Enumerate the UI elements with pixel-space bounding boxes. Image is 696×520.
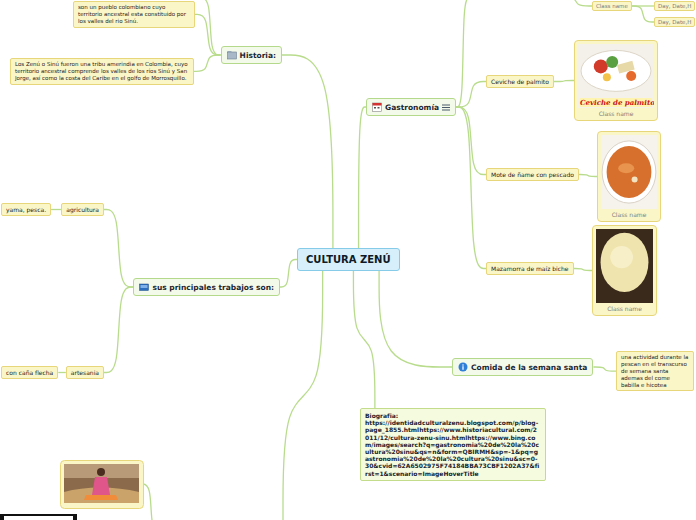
branch-connector bbox=[593, 367, 616, 371]
branch-connector bbox=[104, 287, 133, 373]
main-topic: Gastronomía bbox=[366, 98, 456, 116]
image-box: Ceviche de palmitoClass name bbox=[574, 40, 658, 121]
branch-connector bbox=[353, 271, 374, 408]
branch-connector bbox=[51, 209, 61, 210]
food-photo bbox=[601, 135, 657, 209]
node-text: Day, Date,H bbox=[658, 19, 691, 25]
node-text: Los Zenú o Sinú fueron una tribu amerind… bbox=[15, 61, 188, 81]
note-box: son un pueblo colombiano cuyo territorio… bbox=[73, 1, 195, 28]
node-text: Historia: bbox=[240, 51, 276, 60]
node-text: Class name bbox=[578, 110, 654, 117]
branch-connector bbox=[194, 55, 221, 71]
node-text: Class name bbox=[596, 3, 628, 9]
branch-line bbox=[560, 0, 592, 6]
main-topic: Historia: bbox=[221, 46, 282, 64]
branch-connector bbox=[456, 107, 486, 269]
picture-caption: Ceviche de palmito bbox=[580, 98, 652, 107]
portrait-photo bbox=[64, 464, 139, 503]
subtopic-box: Day, Date,H bbox=[654, 1, 695, 11]
node-text: Ceviche de palmito bbox=[491, 78, 549, 85]
source-box: Biografia:https://identidadculturalzenu.… bbox=[360, 408, 546, 481]
note-box: una actividad durante la pescan en el tr… bbox=[616, 351, 694, 391]
branch-line bbox=[283, 271, 323, 520]
node-text: con caña flecha bbox=[6, 369, 53, 376]
branch-connector bbox=[456, 107, 486, 175]
node-text: sus principales trabajos son: bbox=[152, 283, 274, 292]
picture-frame: Ceviche de palmito bbox=[578, 44, 654, 108]
topic-icon bbox=[372, 102, 382, 112]
node-text: artesania bbox=[71, 369, 99, 376]
subtopic-box: Ceviche de palmito bbox=[486, 75, 554, 88]
subtopic-box: Mote de ñame con pescado bbox=[486, 168, 579, 181]
subtopic-box: Class name bbox=[592, 1, 632, 11]
node-text: son un pueblo colombiano cuyo territorio… bbox=[78, 4, 186, 24]
topic-icon bbox=[227, 50, 237, 60]
subtopic-box: Mazamorra de maíz biche bbox=[486, 262, 574, 275]
branch-line bbox=[143, 484, 152, 520]
node-text: Mote de ñame con pescado bbox=[491, 171, 574, 178]
main-topic: sus principales trabajos son: bbox=[133, 278, 280, 296]
image-frame bbox=[61, 461, 144, 509]
branch-connector bbox=[379, 271, 452, 367]
bar-inset bbox=[4, 516, 73, 520]
subtopic-box: con caña flecha bbox=[1, 366, 58, 379]
branch-connector bbox=[554, 81, 574, 82]
picture-frame bbox=[596, 229, 653, 303]
main-topic: Comida de la semana santa bbox=[452, 358, 593, 376]
branch-connector bbox=[574, 269, 592, 271]
topic-icon bbox=[458, 362, 468, 372]
image-box: Class name bbox=[592, 225, 657, 316]
dark-bar bbox=[0, 514, 77, 520]
branch-connector bbox=[280, 260, 297, 288]
subtopic-box: agricultura bbox=[61, 203, 104, 216]
branch-connector bbox=[632, 6, 654, 22]
image-box: Class name bbox=[597, 131, 661, 222]
branch-line bbox=[200, 0, 221, 55]
node-text: Class name bbox=[601, 211, 657, 218]
subtopic-box: artesania bbox=[66, 366, 104, 379]
topic-icon bbox=[139, 282, 149, 292]
node-text: Class name bbox=[596, 305, 653, 312]
subtopic-box: yama, pesca. bbox=[1, 203, 51, 216]
node-text: https://identidadculturalzenu.blogspot.c… bbox=[365, 419, 541, 477]
picture-frame bbox=[601, 135, 657, 209]
branch-connector bbox=[359, 107, 366, 248]
food-photo bbox=[596, 229, 653, 303]
node-text: Biografia: bbox=[365, 412, 541, 419]
branch-connector bbox=[104, 210, 133, 288]
node-text: una actividad durante la pescan en el tr… bbox=[621, 354, 688, 388]
node-text: Comida de la semana santa bbox=[471, 363, 587, 372]
subtopic-box: Day, Date,H bbox=[654, 17, 695, 27]
node-text: Gastronomía bbox=[385, 103, 439, 112]
central-topic: CULTURA ZENÚ bbox=[297, 248, 400, 271]
branch-line bbox=[456, 0, 470, 107]
note-box: Los Zenú o Sinú fueron una tribu amerind… bbox=[10, 58, 194, 85]
branch-connector bbox=[282, 55, 333, 248]
node-text: CULTURA ZENÚ bbox=[306, 254, 391, 265]
node-text: yama, pesca. bbox=[6, 206, 46, 213]
node-text: Mazamorra de maíz biche bbox=[491, 265, 569, 272]
menu-symbol bbox=[442, 104, 450, 111]
node-text: Day, Date,H bbox=[658, 3, 691, 9]
branch-connector bbox=[579, 175, 597, 177]
node-text: agricultura bbox=[66, 206, 99, 213]
branch-connector bbox=[58, 372, 66, 373]
branch-connector bbox=[195, 14, 221, 55]
